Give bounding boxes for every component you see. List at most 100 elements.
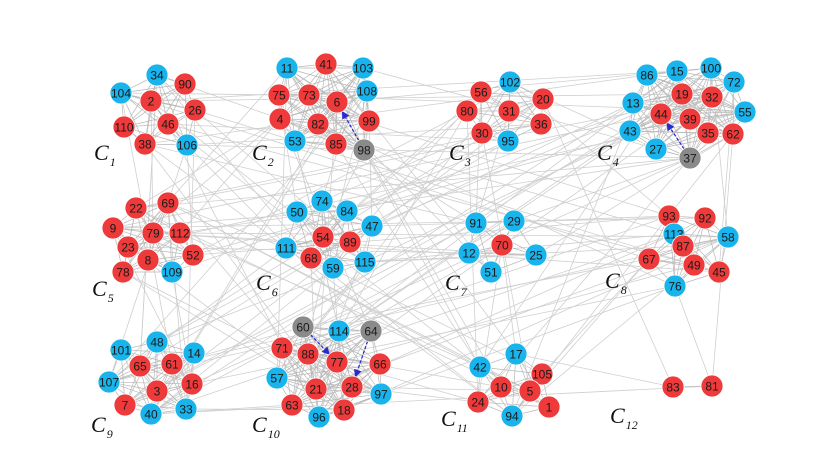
node-circle (716, 225, 740, 249)
node-label: 110 (114, 121, 133, 135)
edge-13-37 (632, 102, 691, 159)
arrow-64-28 (353, 341, 369, 378)
edge-96-46 (167, 123, 320, 418)
cluster-label-2: C2 (252, 140, 274, 169)
node-label: 72 (727, 76, 741, 90)
node-58: 58 (716, 225, 740, 249)
edge-59-40 (150, 267, 334, 415)
edge-104-106 (120, 92, 188, 146)
node-label: 109 (162, 266, 182, 280)
node-56: 56 (469, 80, 493, 104)
edge-97-63 (291, 393, 382, 406)
node-label: 27 (649, 143, 663, 157)
node-10: 10 (489, 375, 513, 399)
node-circle (332, 398, 356, 422)
node-101: 101 (109, 338, 133, 362)
node-circle (101, 216, 125, 240)
node-circle (283, 129, 307, 153)
node-circle (496, 129, 520, 153)
edge-11-53 (286, 67, 296, 142)
edge-74-30 (321, 132, 483, 202)
node-circle (455, 99, 479, 123)
edge-24-77 (336, 361, 479, 403)
node-label: 78 (116, 266, 130, 280)
node-110: 110 (112, 115, 136, 139)
node-label: 85 (329, 138, 343, 152)
node-82: 82 (306, 112, 330, 136)
node-2: 2 (139, 89, 163, 113)
node-circle (168, 221, 192, 245)
node-circle (160, 260, 184, 284)
node-64: 64 (359, 319, 383, 343)
node-label: 74 (315, 195, 329, 209)
node-label: 51 (484, 266, 498, 280)
node-circle (700, 85, 724, 109)
edge-75-99 (278, 94, 370, 122)
node-label: 58 (721, 231, 735, 245)
edge-64-106 (186, 144, 372, 332)
node-6: 6 (325, 90, 349, 114)
node-label: 99 (362, 115, 376, 129)
node-label: 11 (281, 62, 294, 76)
node-label: 25 (529, 249, 543, 263)
edge-79-45 (152, 232, 720, 273)
node-label: 34 (150, 69, 164, 83)
node-1: 1 (537, 395, 561, 419)
node-circle (156, 112, 180, 136)
node-label: 66 (373, 358, 387, 372)
node-label: 30 (475, 127, 489, 141)
node-label: 50 (290, 206, 304, 220)
edge-66-63 (291, 363, 381, 406)
node-label: 77 (330, 356, 344, 370)
node-label: 69 (161, 197, 175, 211)
node-label: 8 (145, 254, 152, 268)
node-109: 109 (160, 260, 184, 284)
node-circle (128, 354, 152, 378)
edge-24-37 (477, 157, 691, 403)
node-12: 12 (457, 241, 481, 265)
node-circle (296, 342, 320, 366)
edge-108-53 (294, 90, 368, 142)
node-112: 112 (168, 221, 192, 245)
edge-26-89 (194, 109, 351, 243)
node-78: 78 (111, 260, 135, 284)
node-61: 61 (160, 352, 184, 376)
node-label: 82 (311, 118, 325, 132)
node-13: 13 (621, 91, 645, 115)
node-circle (722, 70, 746, 94)
node-100: 100 (699, 56, 723, 80)
node-label: 4 (277, 113, 284, 127)
edge-71-96 (281, 347, 320, 418)
edge-85-42 (335, 143, 481, 368)
node-label: 62 (726, 128, 740, 142)
node-circle (671, 234, 695, 258)
edge-2-19 (150, 93, 683, 102)
cluster-label-12: C12 (610, 403, 638, 432)
node-label: 54 (316, 231, 330, 245)
node-79: 79 (141, 221, 165, 245)
node-83: 83 (661, 375, 685, 399)
node-43: 43 (618, 119, 642, 143)
node-96: 96 (307, 405, 331, 429)
cluster-label-1: C1 (94, 140, 116, 169)
node-circle (307, 405, 331, 429)
edge-32-69 (167, 96, 713, 204)
node-5: 5 (518, 379, 542, 403)
node-label: 107 (99, 376, 119, 390)
node-21: 21 (304, 377, 328, 401)
node-label: 83 (666, 381, 680, 395)
edge-15-38 (144, 70, 678, 145)
edge-91-47 (371, 222, 477, 227)
node-label: 103 (353, 62, 373, 76)
node-circle (468, 355, 492, 379)
node-18: 18 (332, 398, 356, 422)
node-circle (470, 121, 494, 145)
node-label: 1 (546, 401, 553, 415)
node-62: 62 (721, 122, 745, 146)
node-circle (678, 146, 702, 170)
node-circle (537, 395, 561, 419)
node-label: 61 (165, 358, 179, 372)
